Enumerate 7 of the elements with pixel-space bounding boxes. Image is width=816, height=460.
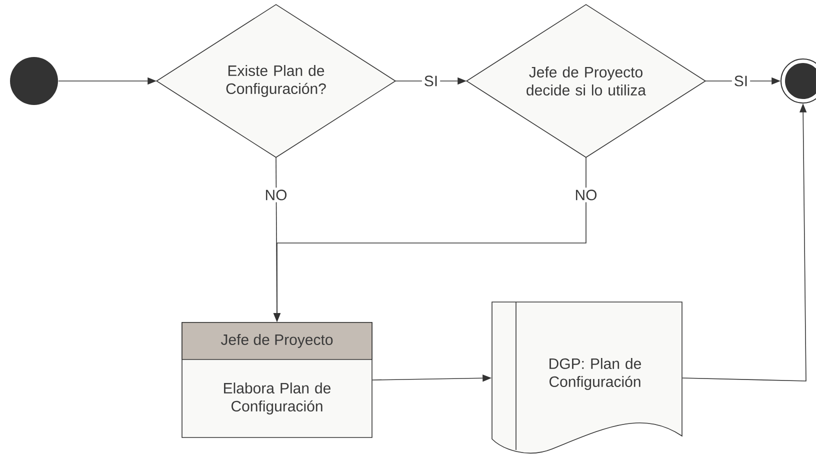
process-box: Jefe de Proyecto Elabora Plan de Configuración (182, 322, 372, 438)
edge-label: SI (732, 74, 750, 88)
edge-label: SI (422, 74, 440, 88)
end-circle (780, 58, 816, 104)
edge-label: NO (262, 188, 290, 202)
edge-label: NO (572, 188, 600, 202)
start-circle (10, 57, 58, 105)
